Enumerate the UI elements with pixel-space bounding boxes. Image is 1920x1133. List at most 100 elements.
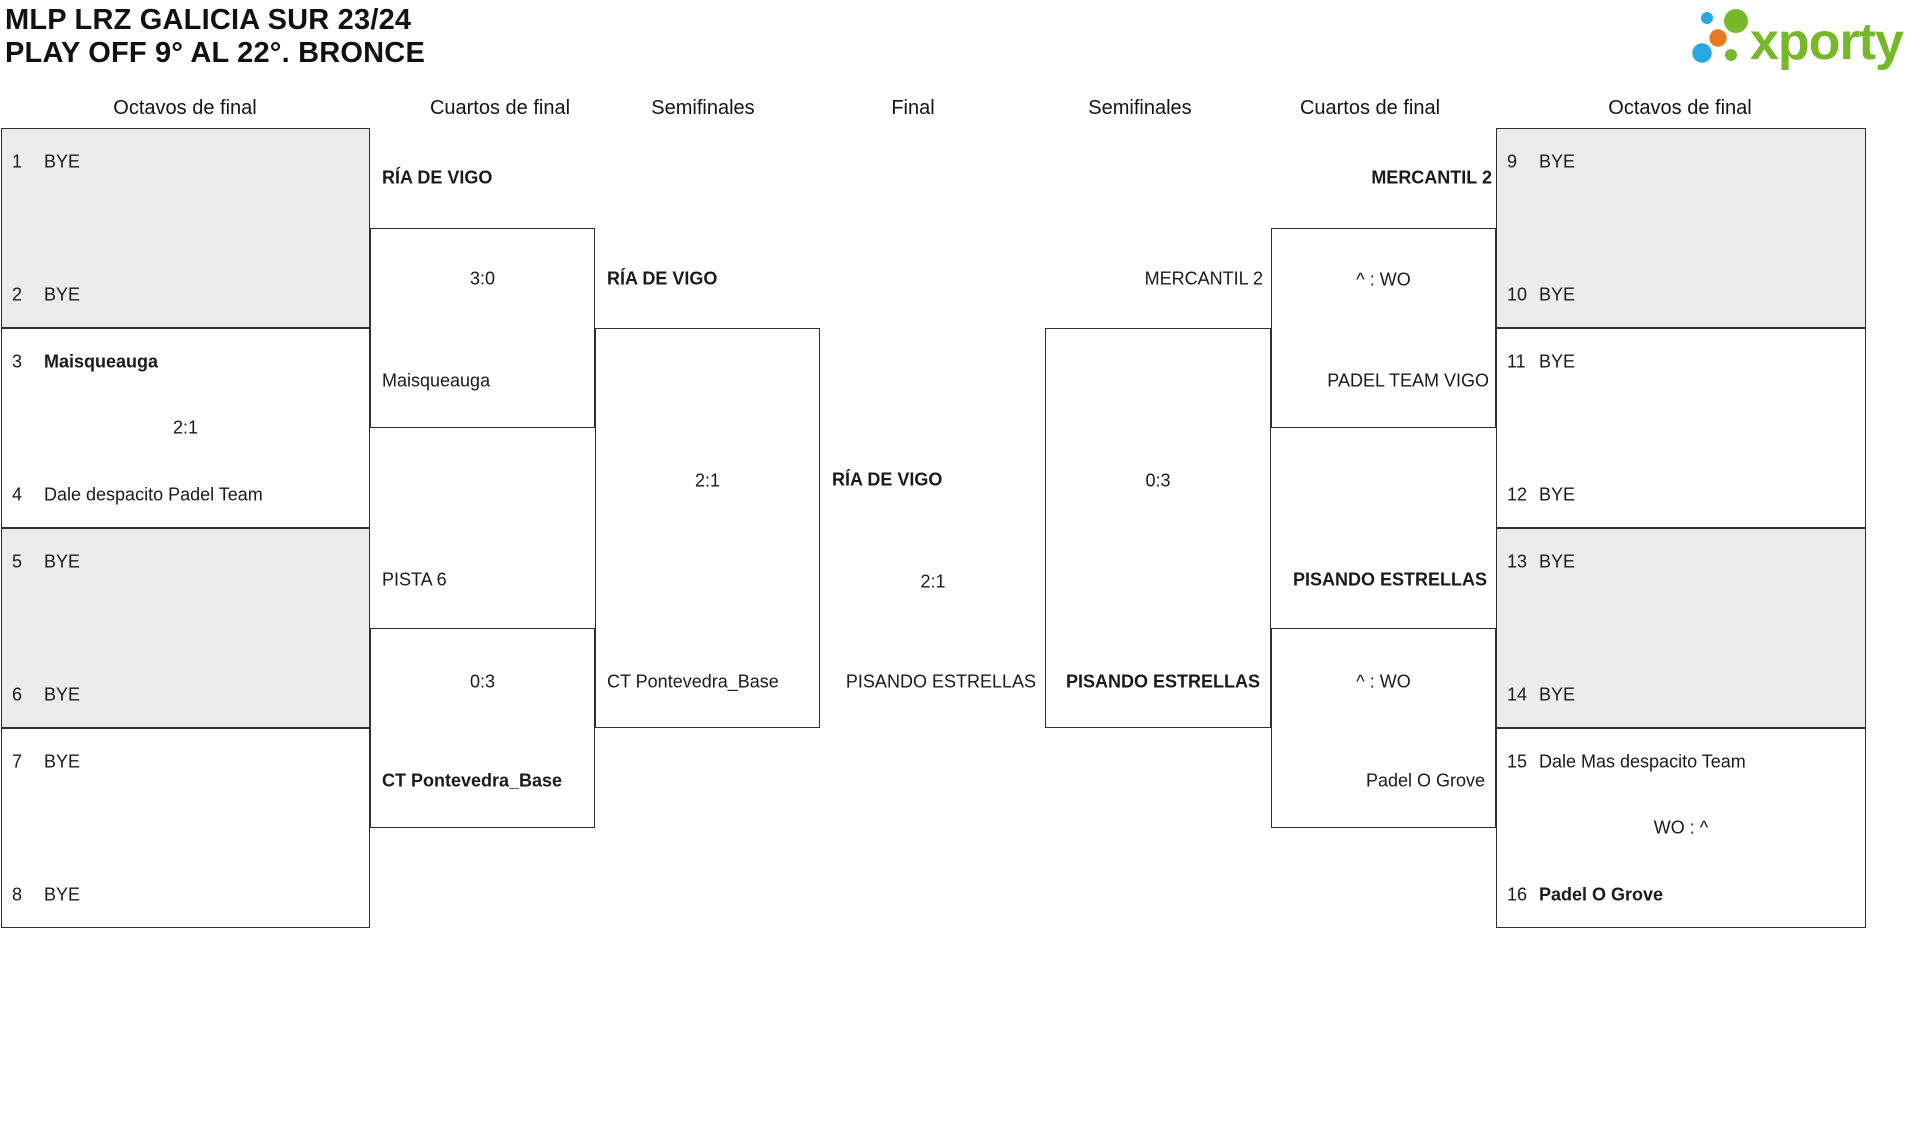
round-header-final: Final — [891, 97, 935, 119]
seed-number: 15 — [1507, 751, 1528, 772]
team-row-seed11: 11 BYE — [1507, 352, 1575, 373]
logo-dot-green-small — [1725, 49, 1737, 61]
match-box-qf-right-2 — [1271, 628, 1496, 828]
seed-number: 13 — [1507, 551, 1528, 572]
seed-number: 6 — [12, 684, 23, 705]
match-box-r16-left-4 — [1, 728, 370, 928]
team-label: RÍA DE VIGO — [382, 167, 493, 188]
match-score-qf-right-2: ^ : WO — [1356, 671, 1411, 692]
match-box-sf-right — [1045, 328, 1271, 728]
round-header-semis-left: Semifinales — [651, 97, 755, 119]
team-row-seed14: 14 BYE — [1507, 685, 1575, 706]
logo-dot-blue-small — [1701, 12, 1713, 24]
seed-number: 4 — [12, 484, 23, 505]
seed-number: 3 — [12, 351, 23, 372]
team-name: BYE — [1539, 284, 1576, 305]
round-header-cuartos-left: Cuartos de final — [429, 97, 571, 119]
team-row-seed13: 13 BYE — [1507, 552, 1575, 573]
match-score-sf-right: 0:3 — [1145, 470, 1171, 491]
team-label: PADEL TEAM VIGO — [1327, 370, 1489, 391]
match-box-qf-right-1 — [1271, 228, 1496, 428]
team-row-seed9: 9 BYE — [1507, 152, 1575, 173]
seed-number: 10 — [1507, 284, 1528, 305]
team-row-seed5: 5 BYE — [12, 552, 80, 573]
team-label: Maisqueauga — [382, 370, 491, 391]
match-box-qf-left-1 — [370, 228, 595, 428]
team-name: BYE — [44, 551, 81, 572]
team-row-seed2: 2 BYE — [12, 285, 80, 306]
match-box-r16-left-2 — [1, 328, 370, 528]
team-label: CT Pontevedra_Base — [607, 671, 779, 692]
seed-number: 5 — [12, 551, 23, 572]
team-row-seed7: 7 BYE — [12, 752, 80, 773]
team-row-seed3: 3 Maisqueauga — [12, 352, 158, 373]
seed-number: 12 — [1507, 484, 1528, 505]
match-box-r16-right-2 — [1496, 328, 1866, 528]
team-label: CT Pontevedra_Base — [382, 770, 563, 791]
logo-dot-blue-large — [1692, 43, 1712, 63]
team-name: BYE — [44, 151, 81, 172]
team-row-seed16: 16 Padel O Grove — [1507, 885, 1663, 906]
match-box-r16-right-3 — [1496, 528, 1866, 728]
team-row-seed15: 15 Dale Mas despacito Team — [1507, 752, 1746, 773]
team-row-seed12: 12 BYE — [1507, 485, 1575, 506]
round-header-cuartos-right: Cuartos de final — [1299, 97, 1441, 119]
team-label: PISANDO ESTRELLAS — [1065, 671, 1260, 692]
team-label: Padel O Grove — [1365, 770, 1485, 791]
match-score-qf-left-2: 0:3 — [469, 671, 496, 692]
seed-number: 9 — [1507, 151, 1518, 172]
tournament-title-line2: PLAY OFF 9° AL 22°. BRONCE — [5, 37, 425, 69]
team-row-seed8: 8 BYE — [12, 885, 80, 906]
team-name: Maisqueauga — [44, 351, 159, 372]
seed-number: 7 — [12, 751, 23, 772]
seed-number: 8 — [12, 884, 23, 905]
match-box-r16-left-3 — [1, 528, 370, 728]
team-name: Dale Mas despacito Team — [1539, 751, 1746, 772]
round-header-octavos-left: Octavos de final — [113, 97, 257, 119]
match-score-qf-left-1: 3:0 — [469, 268, 496, 289]
logo-dot-green-large — [1724, 9, 1748, 33]
match-box-qf-left-2 — [370, 628, 595, 828]
xporty-logo[interactable]: xporty — [1684, 2, 1916, 74]
match-box-sf-left — [595, 328, 820, 728]
team-row-seed10: 10 BYE — [1507, 285, 1575, 306]
match-score-r16-left-2: 2:1 — [172, 417, 199, 438]
match-box-r16-left-1 — [1, 128, 370, 328]
seed-number: 14 — [1507, 684, 1528, 705]
team-name: BYE — [1539, 351, 1576, 372]
seed-number: 2 — [12, 284, 23, 305]
team-name: Padel O Grove — [1539, 884, 1664, 905]
seed-number: 11 — [1507, 351, 1526, 372]
team-label: RÍA DE VIGO — [607, 268, 718, 289]
team-name: BYE — [44, 284, 81, 305]
team-row-seed1: 1 BYE — [12, 152, 80, 173]
match-box-r16-right-1 — [1496, 128, 1866, 328]
seed-number: 1 — [12, 151, 23, 172]
team-row-seed6: 6 BYE — [12, 685, 80, 706]
tournament-title-line1: MLP LRZ GALICIA SUR 23/24 — [5, 4, 412, 36]
team-label-final-bottom: PISANDO ESTRELLAS — [845, 671, 1036, 692]
team-label: MERCANTIL 2 — [1144, 268, 1263, 289]
team-label: MERCANTIL 2 — [1371, 167, 1492, 188]
match-box-r16-right-4 — [1496, 728, 1866, 928]
team-name: BYE — [1539, 151, 1576, 172]
team-name: BYE — [1539, 484, 1576, 505]
seed-number: 16 — [1507, 884, 1528, 905]
match-score-qf-right-1: ^ : WO — [1356, 269, 1411, 290]
team-label-final-top: RÍA DE VIGO — [832, 469, 943, 490]
team-label: PISTA 6 — [382, 569, 447, 590]
team-name: BYE — [44, 751, 81, 772]
match-score-sf-left: 2:1 — [694, 470, 721, 491]
team-name: Dale despacito Padel Team — [44, 484, 263, 505]
team-label: PISANDO ESTRELLAS — [1292, 569, 1487, 590]
team-row-seed4: 4 Dale despacito Padel Team — [12, 485, 263, 506]
team-name: BYE — [1539, 684, 1576, 705]
round-header-octavos-right: Octavos de final — [1608, 97, 1752, 119]
round-header-semis-right: Semifinales — [1088, 97, 1192, 119]
team-name: BYE — [44, 684, 81, 705]
team-name: BYE — [1539, 551, 1576, 572]
team-name: BYE — [44, 884, 81, 905]
match-score-r16-right-4: WO : ^ — [1653, 817, 1709, 838]
match-score-final: 2:1 — [920, 571, 946, 592]
